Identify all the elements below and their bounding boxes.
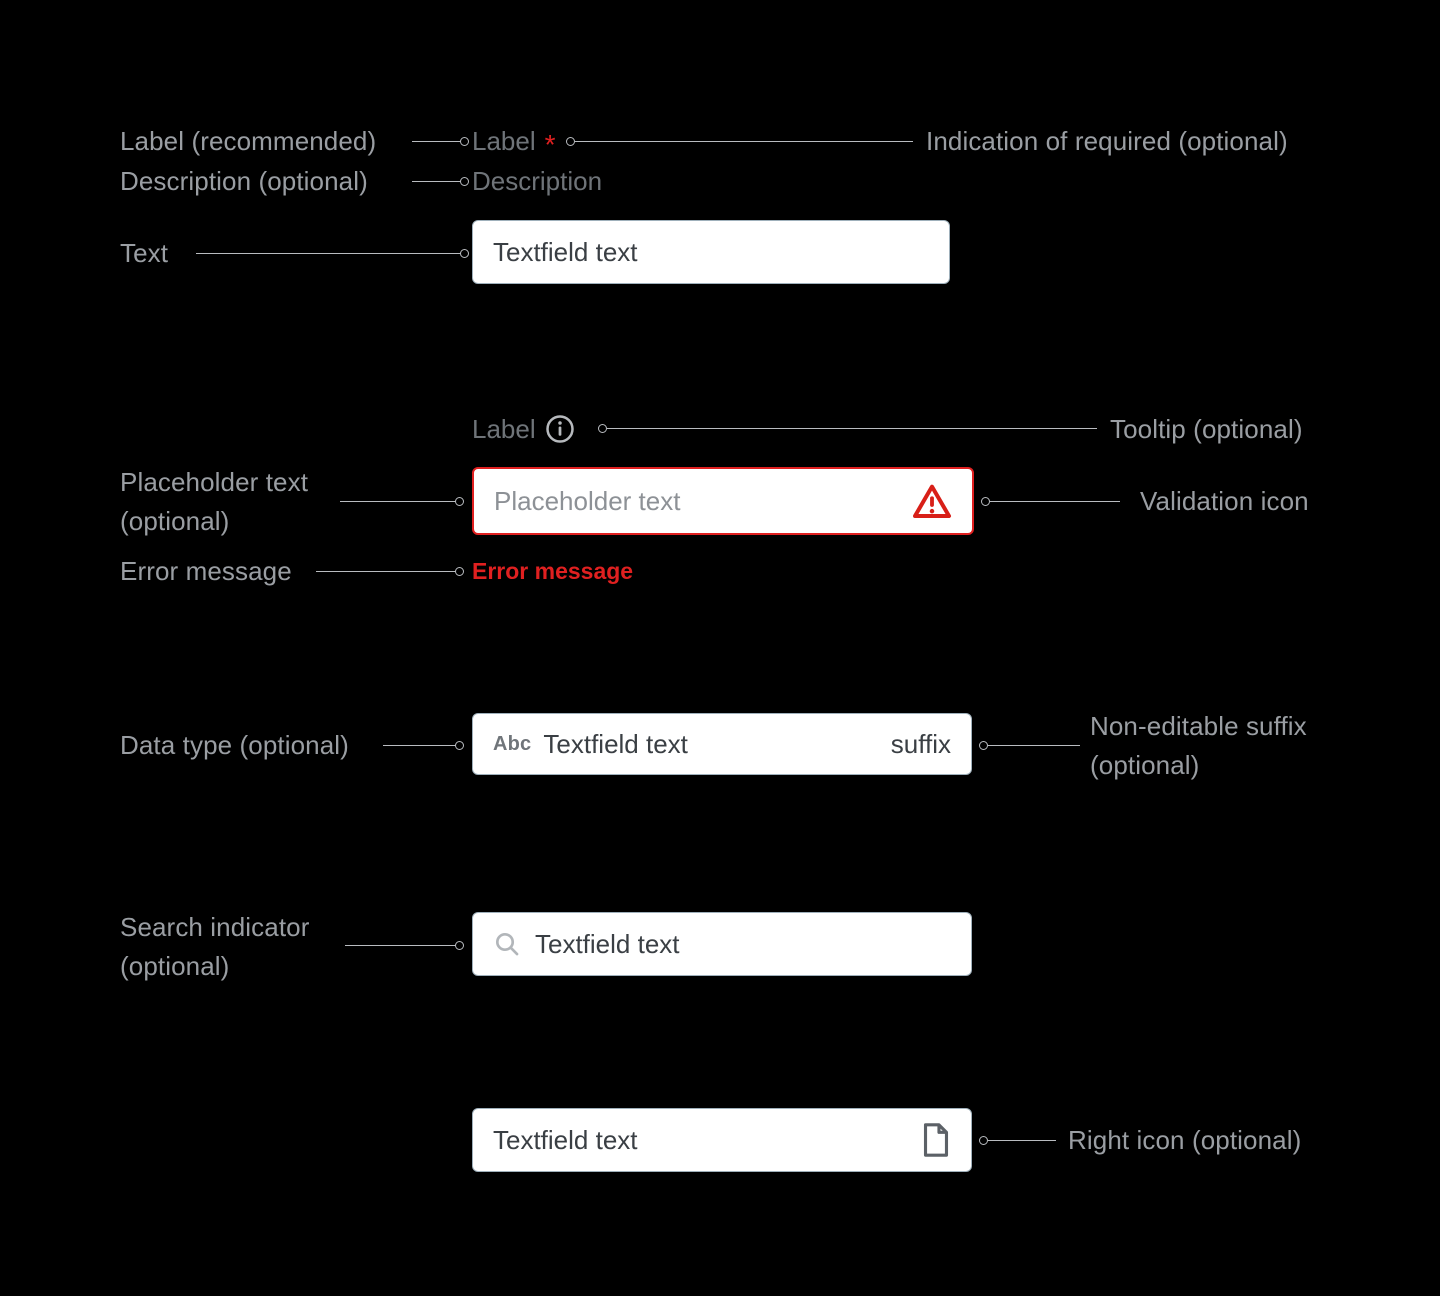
search-icon[interactable] [493,930,521,958]
info-icon[interactable] [545,414,575,444]
leader-dot-text [460,249,469,258]
leader-line-data-type [383,745,458,746]
annotation-indication-required: Indication of required (optional) [926,126,1288,156]
leader-dot-right-icon [979,1136,988,1145]
leader-dot-search-indicator [455,941,464,950]
leader-line-right-icon [988,1140,1056,1141]
annotation-search-indicator: Search indicator (optional) [120,912,310,981]
leader-line-tooltip [607,428,1097,429]
leader-dot-description-optional [460,177,469,186]
leader-line-indication-required [575,141,913,142]
leader-line-validation-icon [990,501,1120,502]
leader-dot-error-message [455,567,464,576]
textfield-value-right-icon: Textfield text [493,1124,638,1155]
textfield-error-state[interactable]: Placeholder text [472,467,974,535]
field-label-error-state: Label [472,412,575,446]
textfield-value-search: Textfield text [535,928,680,959]
textfield-right-icon[interactable]: Textfield text [472,1108,972,1172]
annotation-label-recommended: Label (recommended) [120,126,377,156]
annotation-right-icon-optional: Right icon (optional) [1068,1125,1302,1155]
textfield-search[interactable]: Textfield text [472,912,972,976]
leader-dot-non-editable-suffix [979,741,988,750]
field-label-text: Label [472,126,536,156]
leader-dot-label-recommended [460,137,469,146]
field-label-text-error: Label [472,414,536,444]
annotation-description-optional: Description (optional) [120,166,368,196]
error-message-text: Error message [472,558,634,584]
annotation-placeholder-optional: Placeholder text (optional) [120,467,309,536]
leader-line-text [196,253,464,254]
leader-dot-tooltip [598,424,607,433]
leader-dot-indication-required [566,137,575,146]
textfield-with-suffix[interactable]: Abc Textfield text suffix [472,713,972,775]
leader-dot-data-type [455,741,464,750]
warning-triangle-icon [912,482,952,520]
leader-line-error-message [316,571,458,572]
leader-line-placeholder [340,501,458,502]
annotation-data-type-optional: Data type (optional) [120,730,349,760]
leader-dot-placeholder [455,497,464,506]
leader-line-search-indicator [345,945,458,946]
annotation-tooltip-optional: Tooltip (optional) [1110,414,1303,444]
annotation-text: Text [120,238,169,268]
annotation-validation-icon: Validation icon [1140,486,1309,516]
required-asterisk: * [544,129,556,160]
leader-line-label-recommended [412,141,464,142]
leader-line-non-editable-suffix [988,745,1080,746]
textfield-value-suffix: Textfield text [543,728,688,759]
textfield-basic[interactable]: Textfield text [472,220,950,284]
leader-dot-validation-icon [981,497,990,506]
leader-line-description-optional [412,181,464,182]
non-editable-suffix: suffix [890,728,951,759]
annotation-non-editable-suffix: Non-editable suffix (optional) [1090,711,1307,780]
annotation-error-message: Error message [120,556,292,586]
data-type-indicator: Abc [493,732,532,755]
field-label-basic: Label * [472,124,556,160]
textfield-value: Textfield text [493,236,638,267]
textfield-placeholder: Placeholder text [494,485,681,516]
field-description-basic: Description [472,166,603,196]
document-icon[interactable] [921,1123,951,1157]
